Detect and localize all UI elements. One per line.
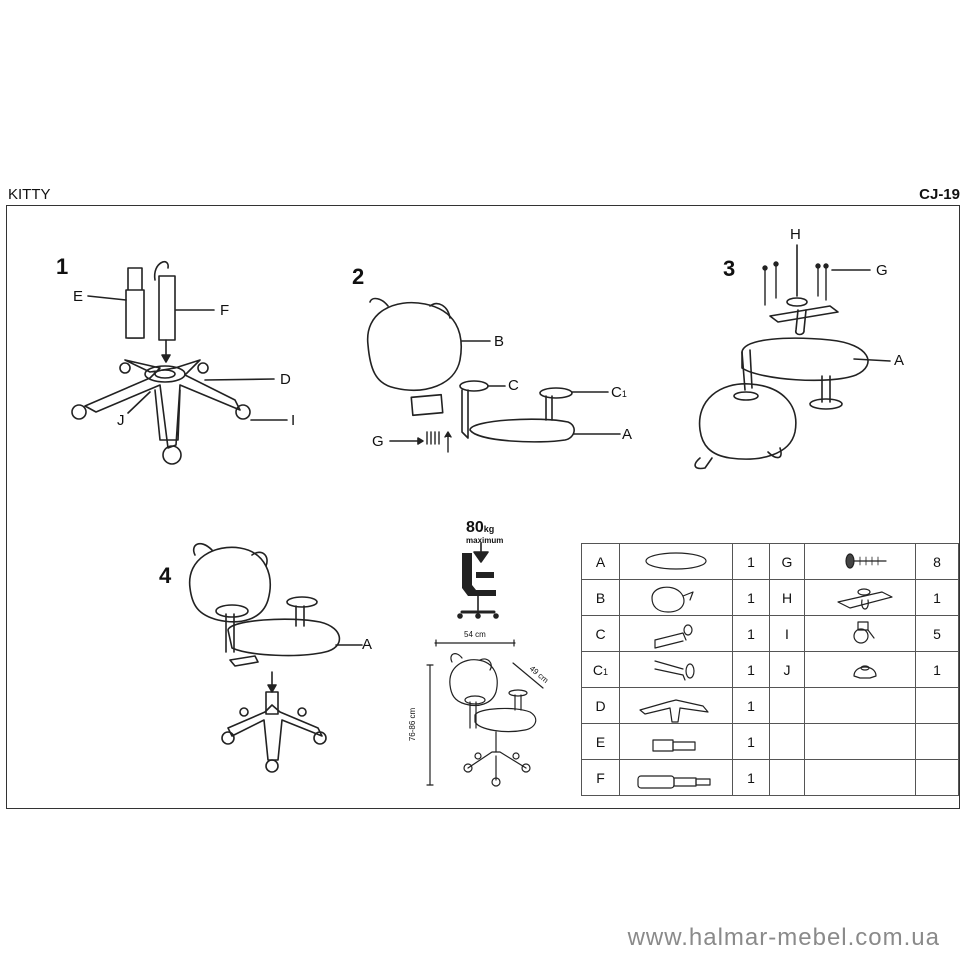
part-quantity: 1: [732, 579, 770, 616]
part-code: J: [769, 651, 805, 688]
step1-illustration: [71, 260, 288, 465]
part-quantity: 1: [732, 615, 770, 652]
step-3-number: 3: [723, 256, 736, 281]
max-load-value: 80kg: [466, 519, 494, 537]
label-part-A-step4: A: [362, 636, 373, 653]
part-thumbnail: [804, 759, 916, 796]
max-load-icon: [457, 542, 499, 619]
part-code: [769, 687, 805, 724]
label-part-C1-sub: 1: [621, 389, 627, 399]
part-thumbnail: [804, 723, 916, 760]
dimension-drawing: [426, 639, 544, 787]
part-quantity: [915, 687, 959, 724]
part-code: [769, 723, 805, 760]
label-part-C1: C1: [611, 384, 627, 401]
max-load-unit: kg: [483, 524, 495, 534]
part-code: B: [581, 579, 620, 616]
part-quantity: 1: [915, 579, 959, 616]
label-part-F: F: [220, 302, 230, 319]
label-part-I: I: [291, 412, 296, 429]
part-quantity: 5: [915, 615, 959, 652]
part-code: E: [581, 723, 620, 760]
part-quantity: [915, 723, 959, 760]
label-part-A-step2: A: [622, 426, 633, 443]
part-code: H: [769, 579, 805, 616]
part-code: F: [581, 759, 620, 796]
part-thumbnail: [619, 651, 733, 688]
part-code: I: [769, 615, 805, 652]
part-thumbnail: [804, 615, 916, 652]
label-part-G-step3: G: [876, 262, 888, 279]
label-part-J: J: [117, 412, 125, 429]
part-quantity: 1: [732, 723, 770, 760]
step-4-number: 4: [159, 563, 172, 588]
label-part-H: H: [790, 226, 801, 243]
label-part-E: E: [73, 288, 84, 305]
product-title: KITTY: [8, 186, 51, 203]
label-part-G: G: [372, 433, 384, 450]
label-part-C1-letter: C: [611, 384, 622, 401]
part-quantity: 1: [732, 651, 770, 688]
part-quantity: 1: [732, 687, 770, 724]
part-thumbnail: [804, 651, 916, 688]
part-quantity: 1: [732, 759, 770, 796]
label-part-A-step3: A: [894, 352, 905, 369]
part-thumbnail: [804, 579, 916, 616]
instruction-frame: [6, 205, 960, 809]
label-part-D: D: [280, 371, 291, 388]
dimension-height: 76-86 cm: [408, 707, 418, 742]
step3-illustration: [694, 244, 891, 470]
part-quantity: 8: [915, 543, 959, 580]
max-load-label: maximum: [466, 536, 504, 545]
dimension-width: 54 cm: [464, 630, 486, 639]
part-code: C1: [581, 651, 620, 688]
part-code: A: [581, 543, 620, 580]
part-thumbnail: [619, 687, 733, 724]
part-thumbnail: [619, 615, 733, 652]
max-load-number: 80: [466, 519, 484, 536]
part-thumbnail: [619, 543, 733, 580]
part-code: G: [769, 543, 805, 580]
part-code: D: [581, 687, 620, 724]
label-part-B: B: [494, 333, 505, 350]
part-thumbnail: [619, 723, 733, 760]
part-code-sub: 1: [603, 666, 609, 677]
part-thumbnail: [804, 543, 916, 580]
part-code: C: [581, 615, 620, 652]
part-quantity: 1: [915, 651, 959, 688]
part-code: [769, 759, 805, 796]
product-code: CJ-19: [919, 186, 960, 203]
part-thumbnail: [619, 759, 733, 796]
part-quantity: [915, 759, 959, 796]
label-part-C: C: [508, 377, 519, 394]
step2-illustration: [367, 297, 621, 453]
step-1-number: 1: [56, 254, 69, 279]
part-thumbnail: [619, 579, 733, 616]
part-quantity: 1: [732, 543, 770, 580]
step4-illustration: [188, 542, 363, 773]
part-thumbnail: [804, 687, 916, 724]
step-2-number: 2: [352, 264, 365, 289]
website-url: www.halmar-mebel.com.ua: [627, 924, 940, 951]
